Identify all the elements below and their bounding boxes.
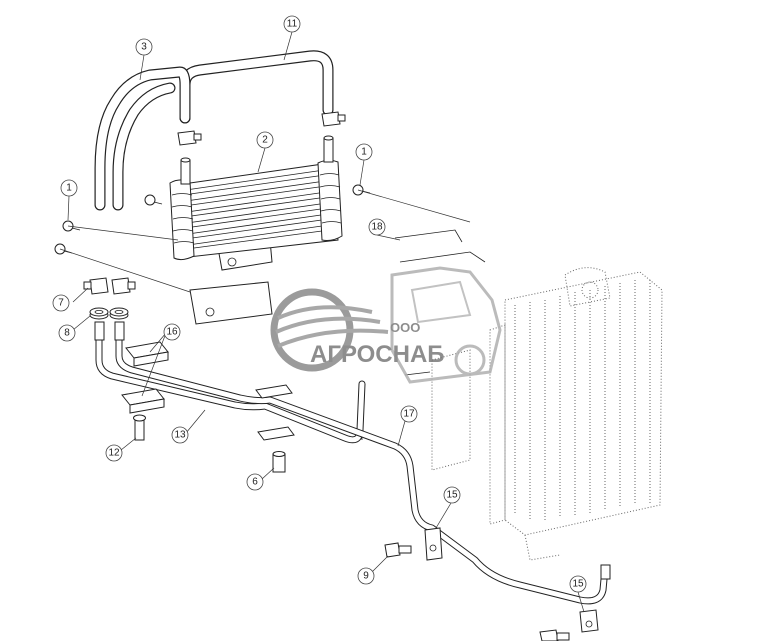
svg-text:12: 12 (108, 448, 120, 459)
svg-text:18: 18 (371, 222, 383, 233)
tube-17 (115, 334, 609, 605)
callout-9: 9 (357, 567, 375, 585)
washers (89, 307, 129, 320)
hose-clamps-upper (177, 111, 346, 146)
tube-13 (95, 334, 366, 444)
svg-text:1: 1 (361, 147, 367, 158)
brackets-15 (424, 527, 599, 633)
svg-text:11: 11 (287, 19, 298, 30)
callout-15-lower: 15 (569, 575, 587, 593)
svg-text:3: 3 (141, 42, 147, 53)
bolts-1 (54, 184, 371, 255)
clamp-blocks-16 (121, 341, 295, 441)
pipe-stub-right (114, 321, 125, 341)
callout-1-right: 1 (355, 143, 373, 161)
leader-lines (59, 31, 585, 613)
svg-text:2: 2 (262, 135, 268, 146)
svg-text:15: 15 (446, 490, 458, 501)
pipe-stub-left (94, 321, 105, 341)
svg-text:17: 17 (403, 409, 415, 420)
bolt-12 (133, 414, 146, 441)
svg-text:7: 7 (58, 298, 64, 309)
svg-text:8: 8 (64, 328, 70, 339)
callout-8: 8 (58, 324, 76, 342)
callout-7: 7 (52, 294, 70, 312)
svg-text:13: 13 (174, 430, 186, 441)
watermark: ООО АГРОСНАБ (270, 266, 502, 384)
callout-11: 11 (283, 15, 301, 33)
hose-11 (179, 50, 334, 124)
callout-2: 2 (256, 131, 274, 149)
svg-text:16: 16 (166, 327, 178, 338)
callout-13: 13 (171, 426, 189, 444)
watermark-name: АГРОСНАБ (310, 341, 445, 368)
hose-clamps-lower (83, 277, 136, 295)
callout-12: 12 (105, 444, 123, 462)
frame-lines (359, 229, 486, 441)
hose-3 (94, 66, 191, 211)
svg-text:9: 9 (363, 571, 369, 582)
radiator (431, 267, 663, 561)
callout-6: 6 (246, 473, 264, 491)
bolt-9 (384, 542, 570, 641)
callout-15-upper: 15 (443, 486, 461, 504)
svg-text:15: 15 (572, 579, 584, 590)
svg-text:6: 6 (252, 477, 258, 488)
callout-16: 16 (163, 323, 181, 341)
watermark-prefix: ООО (390, 320, 420, 335)
pipe-end (600, 564, 611, 580)
oil-cooler (169, 135, 343, 325)
callout-1-left: 1 (60, 179, 78, 197)
spacer-6 (272, 451, 286, 473)
callout-3: 3 (135, 38, 153, 56)
callout-17: 17 (400, 405, 418, 423)
svg-text:1: 1 (66, 183, 72, 194)
callout-18: 18 (368, 218, 386, 236)
